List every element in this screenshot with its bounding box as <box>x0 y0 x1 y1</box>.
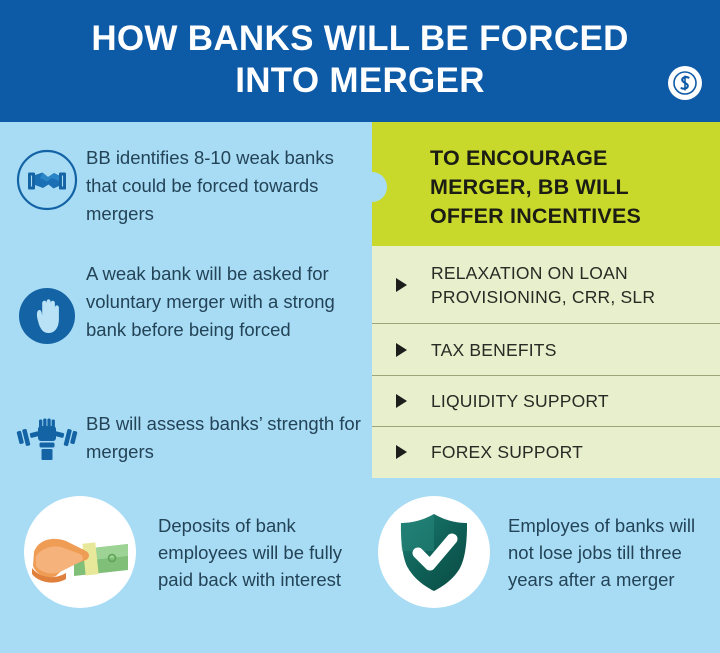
hand-holding-cash-icon <box>24 496 136 608</box>
page-title-line-1: HOW BANKS WILL BE FORCED <box>91 19 629 58</box>
fact-item-voluntary-merger: A weak bank will be asked for voluntary … <box>8 260 368 372</box>
list-item-line-1: RELAXATION ON LOAN <box>431 262 628 283</box>
incentives-heading: TO ENCOURAGE MERGER, BB WILL OFFER INCEN… <box>430 144 706 231</box>
list-item-label: LIQUIDITY SUPPORT <box>431 389 609 413</box>
list-item: FOREX SUPPORT <box>372 426 720 477</box>
list-item-line-2: PROVISIONING, CRR, SLR <box>431 286 656 307</box>
list-item-label: TAX BENEFITS <box>431 338 557 362</box>
list-item-line-1: LIQUIDITY SUPPORT <box>431 391 609 411</box>
panel-notch-decoration <box>357 172 387 202</box>
bottom-item-deposits: Deposits of bank employees will be fully… <box>24 496 364 608</box>
triangle-bullet-icon <box>396 394 407 408</box>
page-title-line-2: INTO MERGER <box>235 61 485 100</box>
list-item: RELAXATION ON LOAN PROVISIONING, CRR, SL… <box>372 246 720 323</box>
fact-item-assess-strength: BB will assess banks’ strength for merge… <box>8 410 368 468</box>
page-title: HOW BANKS WILL BE FORCED INTO MERGER <box>0 18 720 102</box>
incentives-list: RELAXATION ON LOAN PROVISIONING, CRR, SL… <box>372 246 720 478</box>
list-item-label: FOREX SUPPORT <box>431 440 583 464</box>
header-banner: HOW BANKS WILL BE FORCED INTO MERGER <box>0 0 720 122</box>
incentives-heading-line-2: MERGER, BB WILL <box>430 175 629 199</box>
fact-item-label: A weak bank will be asked for voluntary … <box>86 263 335 340</box>
list-item-line-1: FOREX SUPPORT <box>431 442 584 462</box>
bottom-item-label: Employes of banks will not lose jobs til… <box>508 514 696 590</box>
list-item-line-1: TAX BENEFITS <box>431 339 557 360</box>
bottom-item-label: Deposits of bank employees will be fully… <box>158 514 343 590</box>
triangle-bullet-icon <box>396 445 407 459</box>
raised-hand-circle-icon <box>8 260 86 372</box>
handshake-circle-icon <box>8 144 86 216</box>
list-item: LIQUIDITY SUPPORT <box>372 375 720 426</box>
fact-item-label: BB identifies 8-10 weak banks that could… <box>86 147 334 224</box>
bottom-section: Deposits of bank employees will be fully… <box>0 478 720 653</box>
strength-dumbbell-icon <box>8 410 86 468</box>
business-standard-logo[interactable] <box>668 66 702 100</box>
list-item-label: RELAXATION ON LOAN PROVISIONING, CRR, SL… <box>431 261 655 309</box>
fact-item-identify-weak-banks: BB identifies 8-10 weak banks that could… <box>8 144 368 228</box>
triangle-bullet-icon <box>396 277 407 292</box>
list-item: TAX BENEFITS <box>372 323 720 375</box>
shield-check-icon <box>378 496 490 608</box>
bottom-item-job-security: Employes of banks will not lose jobs til… <box>378 496 708 608</box>
fact-item-label: BB will assess banks’ strength for merge… <box>86 413 361 462</box>
incentives-heading-line-1: TO ENCOURAGE <box>430 146 608 170</box>
incentives-heading-panel: TO ENCOURAGE MERGER, BB WILL OFFER INCEN… <box>357 122 720 246</box>
triangle-bullet-icon <box>396 342 407 357</box>
incentives-heading-line-3: OFFER INCENTIVES <box>430 204 642 228</box>
